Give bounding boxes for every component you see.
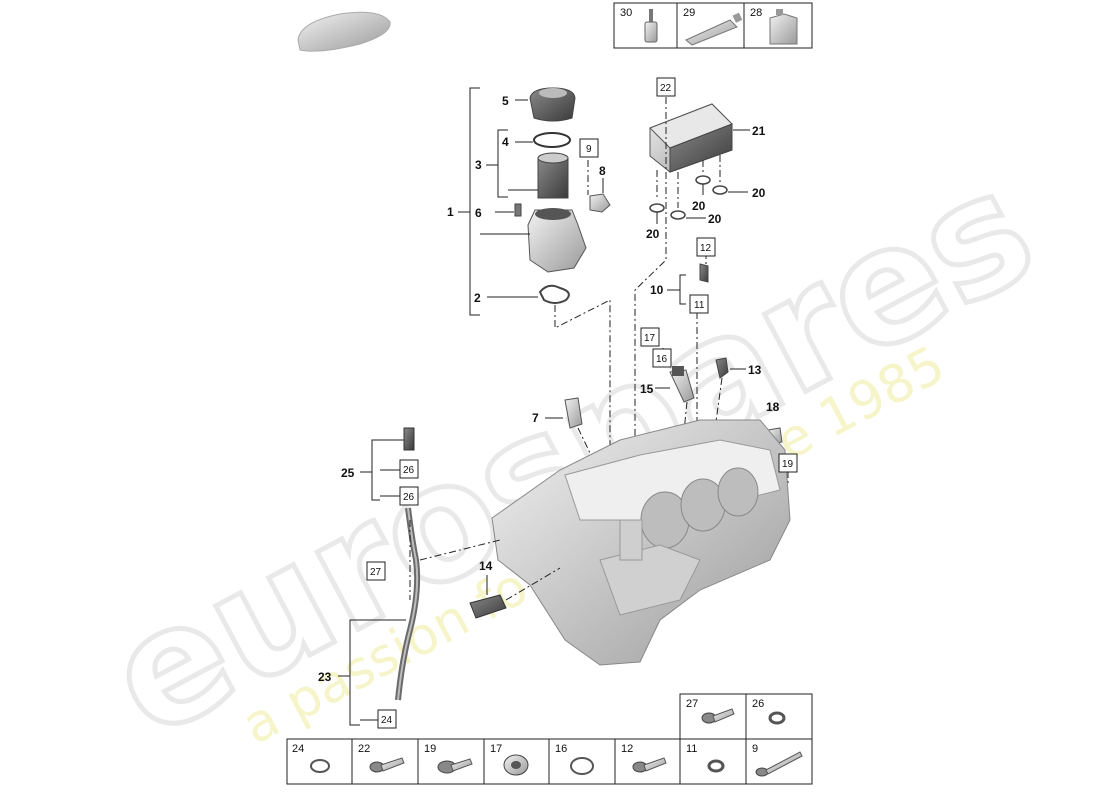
washer-icon [768, 711, 786, 725]
svg-text:22: 22 [660, 83, 672, 94]
bottom-cell-num-19: 19 [424, 743, 436, 755]
screw-icon [632, 757, 667, 773]
plug-screw-icon [503, 754, 529, 776]
bottom-cell-num-27: 27 [686, 698, 698, 710]
top-cell-num-30: 30 [620, 7, 632, 19]
svg-text:12: 12 [700, 243, 712, 254]
callout-13: 13 [748, 363, 762, 377]
sensor-13 [709, 357, 746, 466]
svg-text:11: 11 [694, 300, 705, 311]
callout-20-c: 20 [708, 212, 722, 226]
callout-14: 14 [479, 559, 493, 573]
oil-cooler [634, 97, 750, 500]
bottom-cell-num-26: 26 [752, 698, 764, 710]
boxed-label-12: 12 [696, 237, 716, 257]
boxed-label-19: 19 [778, 453, 798, 473]
filter-housing [527, 208, 587, 273]
callout-1: 1 [447, 205, 454, 219]
boxed-label-26-b: 26 [399, 486, 419, 506]
bottom-cell-num-11: 11 [686, 743, 697, 755]
screw-icon [369, 757, 405, 773]
bottom-cell-num-24: 24 [292, 743, 304, 755]
car-thumbnail-icon [297, 11, 391, 52]
svg-text:16: 16 [656, 354, 668, 365]
svg-text:27: 27 [370, 567, 382, 578]
callout-25: 25 [341, 466, 355, 480]
callout-3: 3 [475, 158, 482, 172]
oil-canister-icon [769, 9, 798, 45]
callout-7: 7 [532, 411, 539, 425]
dipstick-assembly [338, 427, 501, 726]
tube-icon [685, 12, 743, 46]
filter-cartridge [537, 152, 569, 199]
callout-6: 6 [475, 206, 482, 220]
callout-23: 23 [318, 670, 332, 684]
boxed-labels: 9 22 12 11 17 16 19 26 [366, 77, 798, 729]
boxed-label-17: 17 [640, 327, 660, 347]
long-bolt-icon [755, 751, 803, 777]
boxed-label-16: 16 [652, 348, 672, 368]
screw-icon [701, 708, 735, 724]
bottom-cell-num-9: 9 [752, 743, 758, 755]
washer-icon [707, 759, 725, 773]
sensor-15 [655, 348, 695, 471]
callout-21: 21 [752, 124, 766, 138]
bottom-cell-num-17: 17 [490, 743, 502, 755]
oil-filter-assembly [458, 87, 611, 500]
callout-2: 2 [474, 291, 481, 305]
svg-text:17: 17 [644, 333, 656, 344]
engine-block [491, 419, 791, 666]
callout-20-d: 20 [646, 227, 660, 241]
top-cell-num-29: 29 [683, 7, 695, 19]
o-ring-icon [570, 757, 594, 775]
top-parts-table: 30 29 28 [613, 2, 813, 49]
callout-10: 10 [650, 283, 664, 297]
callout-20-b: 20 [752, 186, 766, 200]
svg-text:26: 26 [403, 492, 415, 503]
sealant-bottle-icon [644, 9, 658, 43]
svg-text:19: 19 [782, 459, 794, 470]
boxed-label-9: 9 [579, 138, 599, 158]
sensor-14 [469, 567, 561, 619]
svg-text:9: 9 [586, 144, 592, 155]
bottom-parts-table: 27 26 24 22 19 17 16 12 11 9 [286, 693, 813, 785]
bottom-cell-num-12: 12 [621, 743, 633, 755]
callout-15: 15 [640, 382, 654, 396]
top-cell-num-28: 28 [750, 7, 762, 19]
svg-text:24: 24 [381, 715, 393, 726]
bottom-cell-num-22: 22 [358, 743, 370, 755]
callout-20-a: 20 [692, 199, 706, 213]
boxed-label-26-a: 26 [399, 459, 419, 479]
callout-labels: 1 2 3 4 5 6 7 8 10 13 14 15 18 20 20 20 … [318, 94, 780, 684]
o-ring-icon [310, 759, 330, 773]
boxed-label-11: 11 [689, 294, 709, 314]
svg-text:26: 26 [403, 465, 415, 476]
callout-5: 5 [502, 94, 509, 108]
flange-screw-icon [437, 758, 473, 774]
bottom-cell-num-16: 16 [555, 743, 567, 755]
callout-8: 8 [599, 164, 606, 178]
boxed-label-24: 24 [377, 709, 397, 729]
filter-cap [529, 87, 576, 122]
boxed-label-22: 22 [656, 77, 676, 97]
callout-4: 4 [502, 135, 509, 149]
callout-18: 18 [766, 400, 780, 414]
boxed-label-27: 27 [366, 561, 386, 581]
